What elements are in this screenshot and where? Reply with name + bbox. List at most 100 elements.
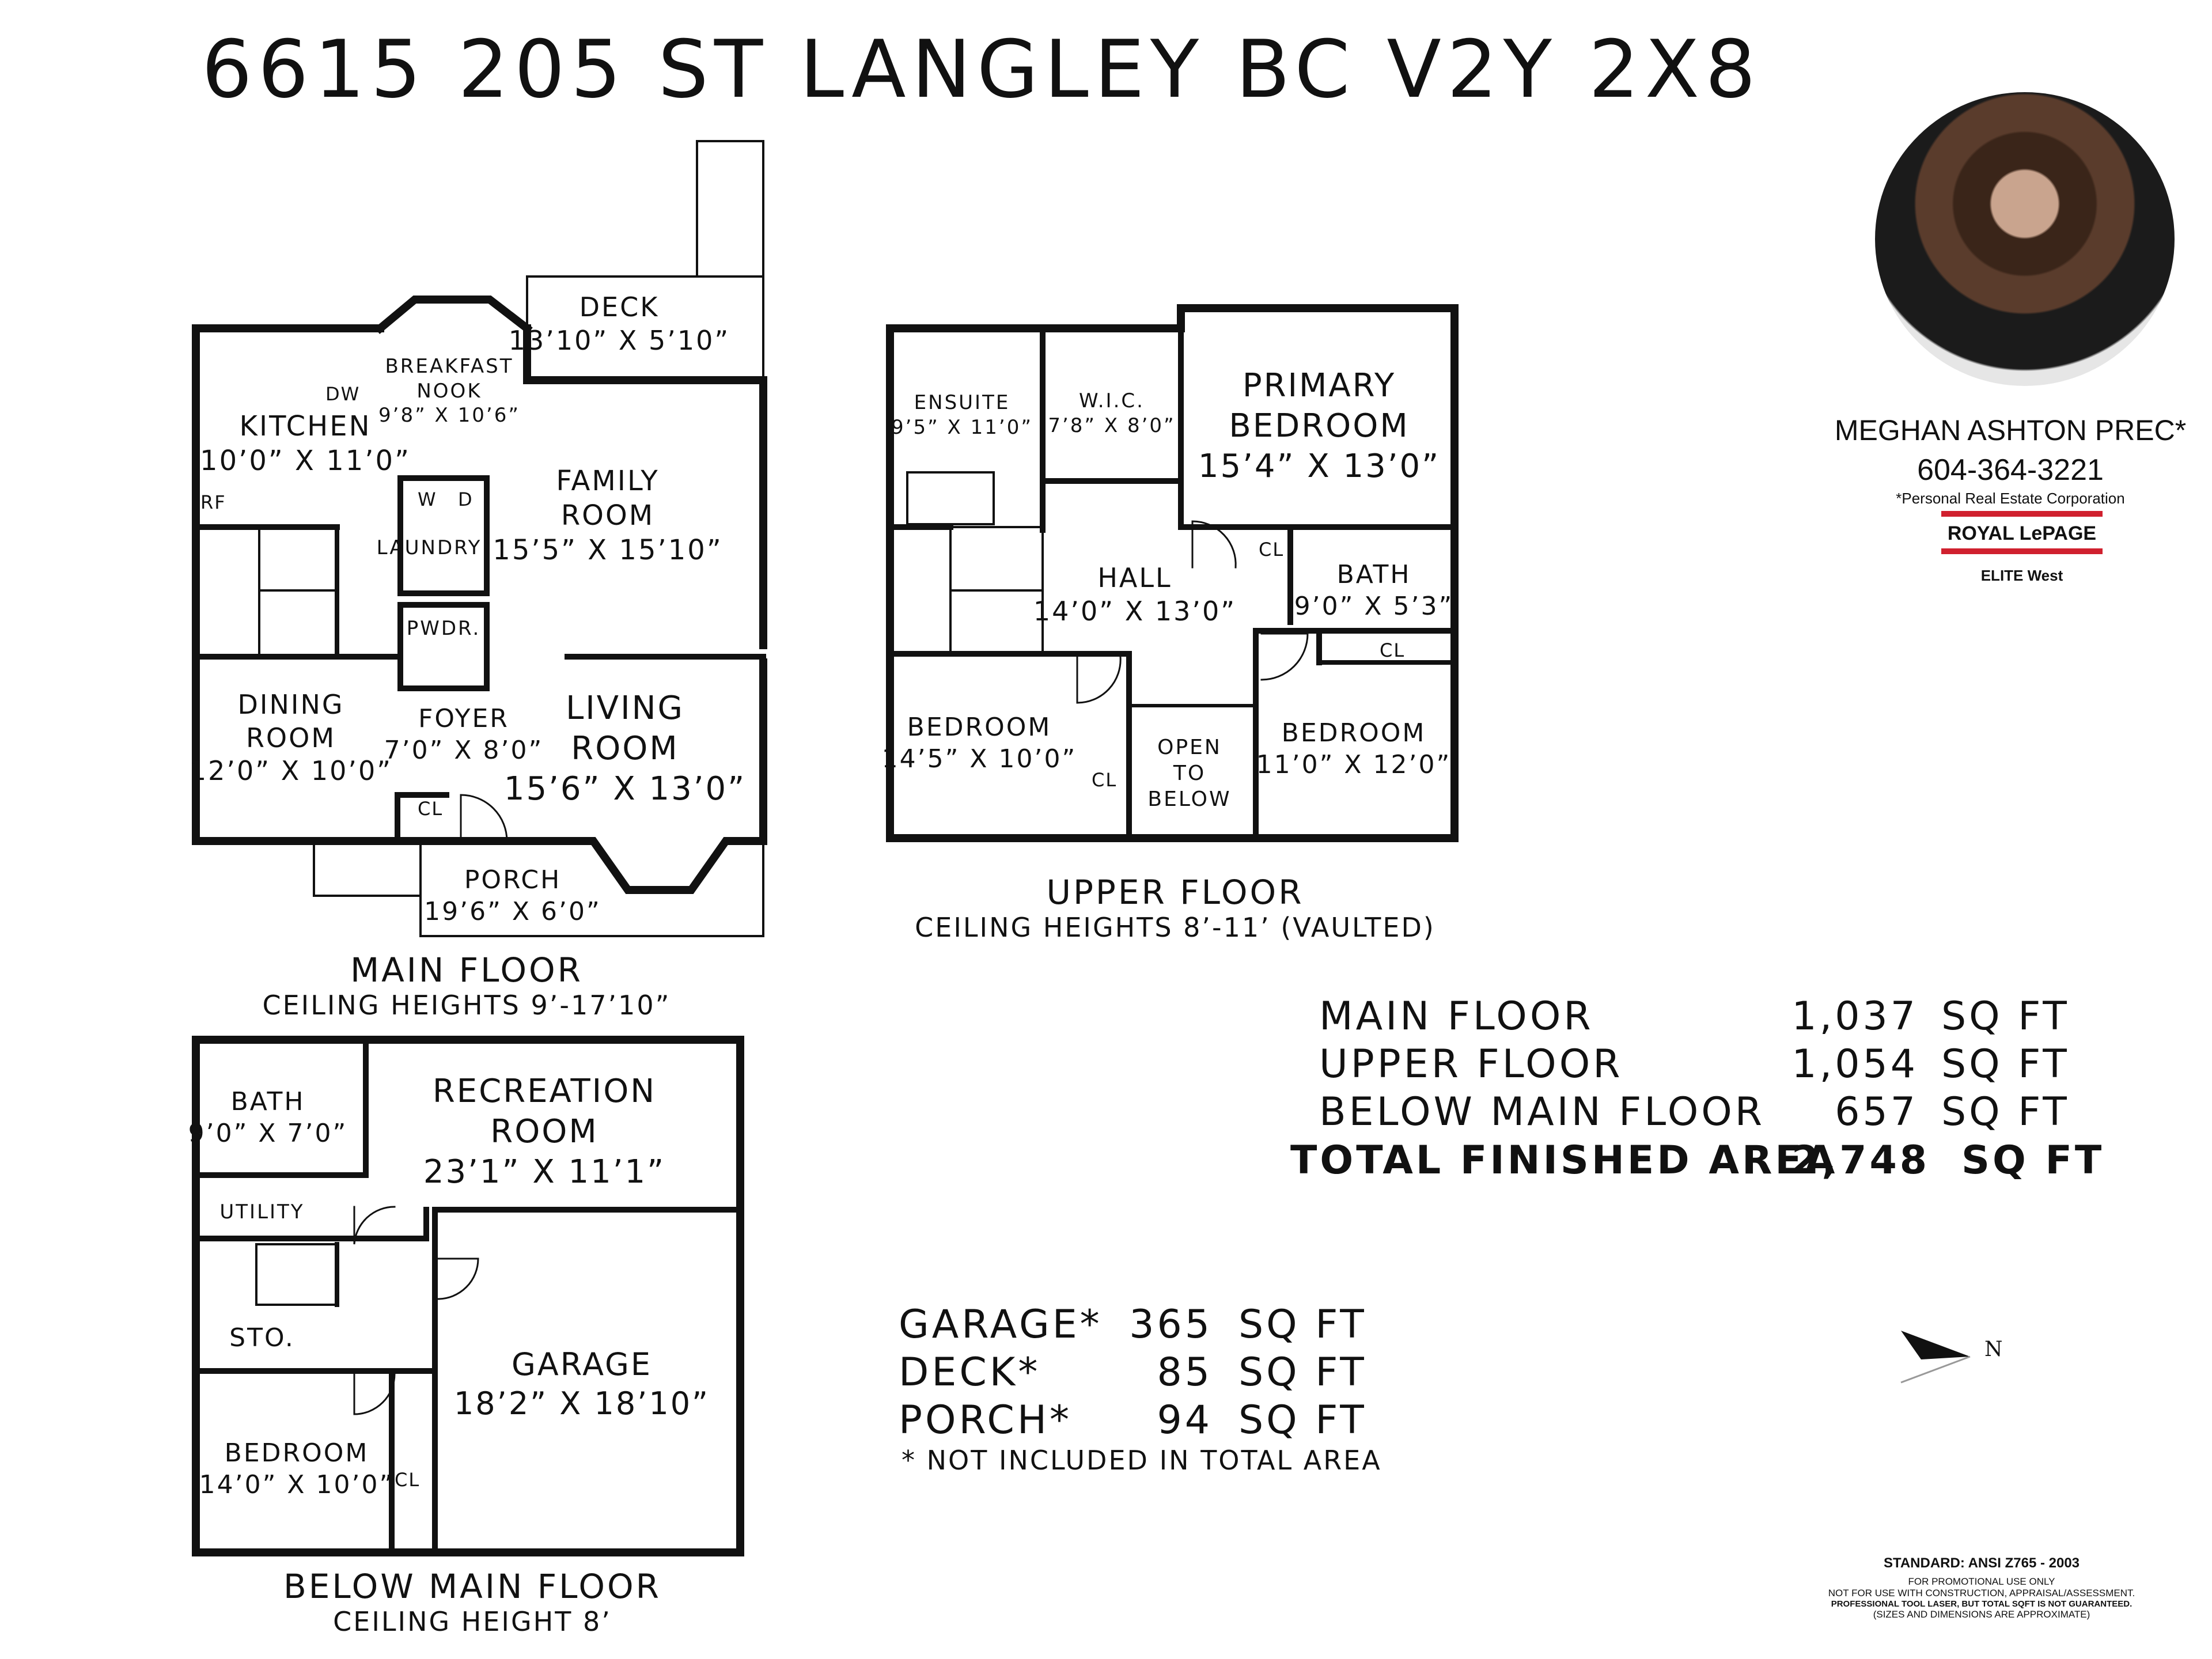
- area-unit: SQ FT: [1941, 1089, 2070, 1135]
- extra-label: PORCH*: [899, 1397, 1073, 1443]
- room-label-line: TO: [1173, 762, 1206, 785]
- extra-label: DECK*: [899, 1350, 1041, 1395]
- room-label-line: BATH: [1336, 560, 1411, 589]
- upper-floor-caption: UPPER FLOOR CEILING HEIGHTS 8’-11’ (VAUL…: [876, 873, 1475, 943]
- disclaimer-line: FOR PROMOTIONAL USE ONLY: [1908, 1576, 2055, 1587]
- below-floor-ceiling: CEILING HEIGHT 8’: [333, 1606, 612, 1637]
- north-arrow-icon: [1900, 1331, 1971, 1384]
- fixture-label-rf: RF: [200, 491, 226, 513]
- brand-office: ELITE West: [1980, 567, 2063, 584]
- fixture-label-w: W: [418, 488, 437, 510]
- room-label-line: ROOM: [571, 730, 679, 767]
- disclaimer-line: (SIZES AND DIMENSIONS ARE APPROXIMATE): [1873, 1609, 2090, 1620]
- room-label-line: UTILITY: [219, 1200, 305, 1224]
- extra-unit: SQ FT: [1238, 1302, 1367, 1347]
- room-label-line: 15’5” X 15’10”: [493, 534, 723, 566]
- area-value: 657: [1835, 1089, 1918, 1135]
- extra-unit: SQ FT: [1238, 1397, 1367, 1443]
- below-floor-caption: BELOW MAIN FLOOR CEILING HEIGHT 8’: [248, 1567, 697, 1637]
- room-label-line: 7’8” X 8’0”: [1048, 414, 1176, 437]
- area-row: UPPER FLOOR: [1319, 1041, 1623, 1087]
- room-label-line: 15’6” X 13’0”: [503, 770, 747, 808]
- room-label-line: 15’4” X 13’0”: [1198, 448, 1441, 485]
- extra-value: 85: [1157, 1350, 1213, 1395]
- agent-photo: [1875, 92, 2175, 386]
- room-label-line: BEDROOM: [1229, 407, 1410, 445]
- room-label-line: 9’8” X 10’6”: [378, 404, 520, 427]
- below-floor-name: BELOW MAIN FLOOR: [283, 1567, 661, 1606]
- room-label-laundry: LAUNDRY: [279, 536, 579, 560]
- room-label-line: 12’0” X 10’0”: [189, 755, 393, 786]
- agent-block: MEGHAN ASHTON PREC* 604-364-3221 *Person…: [1820, 414, 2200, 507]
- main-floor-ceiling: CEILING HEIGHTS 9’-17’10”: [262, 990, 671, 1021]
- total-area-value: 2,748: [1791, 1138, 1930, 1183]
- room-label-line: OPEN: [1157, 736, 1222, 759]
- room-label-line: BEDROOM: [1281, 718, 1426, 748]
- room-label-line: 9’0” X 5’3”: [1294, 592, 1454, 621]
- fixture-label-cl: CL: [1259, 539, 1285, 560]
- room-label-sto: STO.: [112, 1322, 412, 1354]
- room-label-line: 13’10” X 5’10”: [508, 324, 730, 356]
- room-label-line: DECK: [579, 291, 660, 323]
- room-label-line: ROOM: [245, 722, 336, 753]
- area-row: MAIN FLOOR: [1319, 994, 1594, 1039]
- fixture-label-cl: CL: [1092, 769, 1118, 791]
- upper-floor-ceiling: CEILING HEIGHTS 8’-11’ (VAULTED): [915, 912, 1435, 943]
- main-floor-name: MAIN FLOOR: [350, 950, 583, 990]
- door-swings: [353, 520, 1309, 1415]
- room-label-line: 23’1” X 11’1”: [423, 1153, 666, 1191]
- property-address-title: 6615 205 ST LANGLEY BC V2Y 2X8: [202, 23, 1762, 116]
- room-label-line: 9’0” X 7’0”: [188, 1119, 348, 1148]
- extra-value: 365: [1129, 1302, 1213, 1347]
- total-area-unit: SQ FT: [1961, 1138, 2105, 1183]
- area-value: 1,054: [1791, 1041, 1918, 1087]
- main-floor-caption: MAIN FLOOR CEILING HEIGHTS 9’-17’10”: [242, 950, 691, 1021]
- room-label-line: FAMILY: [556, 465, 660, 497]
- fixture-label-cl: CL: [395, 1469, 421, 1491]
- upper-floor-walls: [886, 304, 1459, 842]
- room-label-line: KITCHEN: [239, 410, 372, 442]
- room-label-line: 14’0” X 10’0”: [199, 1470, 395, 1499]
- main-floor-walls: [192, 140, 767, 937]
- extra-label: GARAGE*: [899, 1302, 1103, 1347]
- room-label-line: BEDROOM: [224, 1438, 369, 1468]
- room-label-line: 14’0” X 13’0”: [1033, 595, 1237, 627]
- extras-note: * NOT INCLUDED IN TOTAL AREA: [902, 1445, 1382, 1476]
- brand-bar-top: [1941, 511, 2103, 517]
- room-label-line: 18’2” X 18’10”: [453, 1385, 710, 1422]
- room-label-line: NOOK: [416, 379, 482, 403]
- brand-name: ROYAL LePAGE: [1947, 522, 2097, 544]
- room-label-wic: W.I.C.7’8” X 8’0”: [962, 389, 1262, 438]
- fixture-label-cl: CL: [418, 798, 444, 820]
- below-floor-walls: [192, 1036, 744, 1556]
- room-label-bath-up: BATH 9’0” X 5’3”: [1224, 559, 1524, 622]
- area-unit: SQ FT: [1941, 1041, 2070, 1087]
- agent-phone: 604-364-3221: [1917, 453, 2104, 487]
- area-unit: SQ FT: [1941, 994, 2070, 1039]
- room-label-line: PORCH: [464, 865, 562, 895]
- room-label-pwdr: PWDR.: [294, 616, 593, 641]
- fixture-label-d: D: [458, 488, 474, 510]
- room-label-line: PRIMARY: [1242, 367, 1396, 404]
- room-label-line: BEDROOM: [907, 713, 1052, 742]
- room-label-line: BREAKFAST: [385, 355, 514, 378]
- disclaimer-line: PROFESSIONAL TOOL LASER, BUT TOTAL SQFT …: [1831, 1599, 2133, 1609]
- room-label-line: ROOM: [490, 1113, 599, 1150]
